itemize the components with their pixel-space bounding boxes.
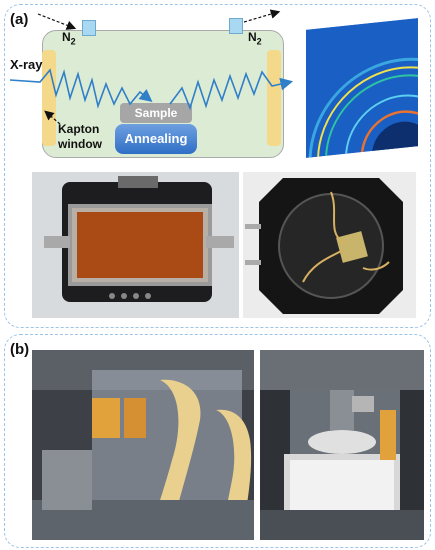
diffraction-rings	[306, 18, 418, 158]
xray-beam-incident	[9, 68, 153, 109]
xray-label: X-ray	[10, 57, 43, 72]
kapton-pointer-arrow	[44, 110, 61, 125]
panel-a	[4, 4, 431, 328]
gas-outlet-port	[229, 18, 243, 34]
sample-box: Sample	[120, 103, 192, 123]
chamber-front-photo	[32, 172, 239, 318]
xray-beam-scattered	[169, 70, 294, 111]
panel-a-label: (a)	[10, 11, 29, 28]
kapton-window-label: Kapton window	[58, 122, 102, 151]
panel-b-label: (b)	[10, 341, 30, 358]
glovebox-photo	[32, 350, 254, 540]
annealing-stage: Annealing	[115, 124, 197, 154]
diffraction-pattern-image	[306, 18, 418, 158]
gas-inlet-arrow	[37, 13, 77, 30]
gas-inlet-label: N2	[62, 30, 76, 47]
gas-outlet-arrow	[243, 9, 281, 23]
kapton-window-right	[267, 50, 281, 146]
gas-outlet-label: N2	[248, 30, 262, 47]
gas-inlet-port	[82, 20, 96, 36]
kapton-window-left	[42, 50, 56, 146]
schematic-overlay	[9, 9, 294, 125]
chamber-inside-photo	[243, 172, 416, 318]
panel-b	[4, 334, 431, 548]
beamline-setup-photo	[260, 350, 424, 540]
